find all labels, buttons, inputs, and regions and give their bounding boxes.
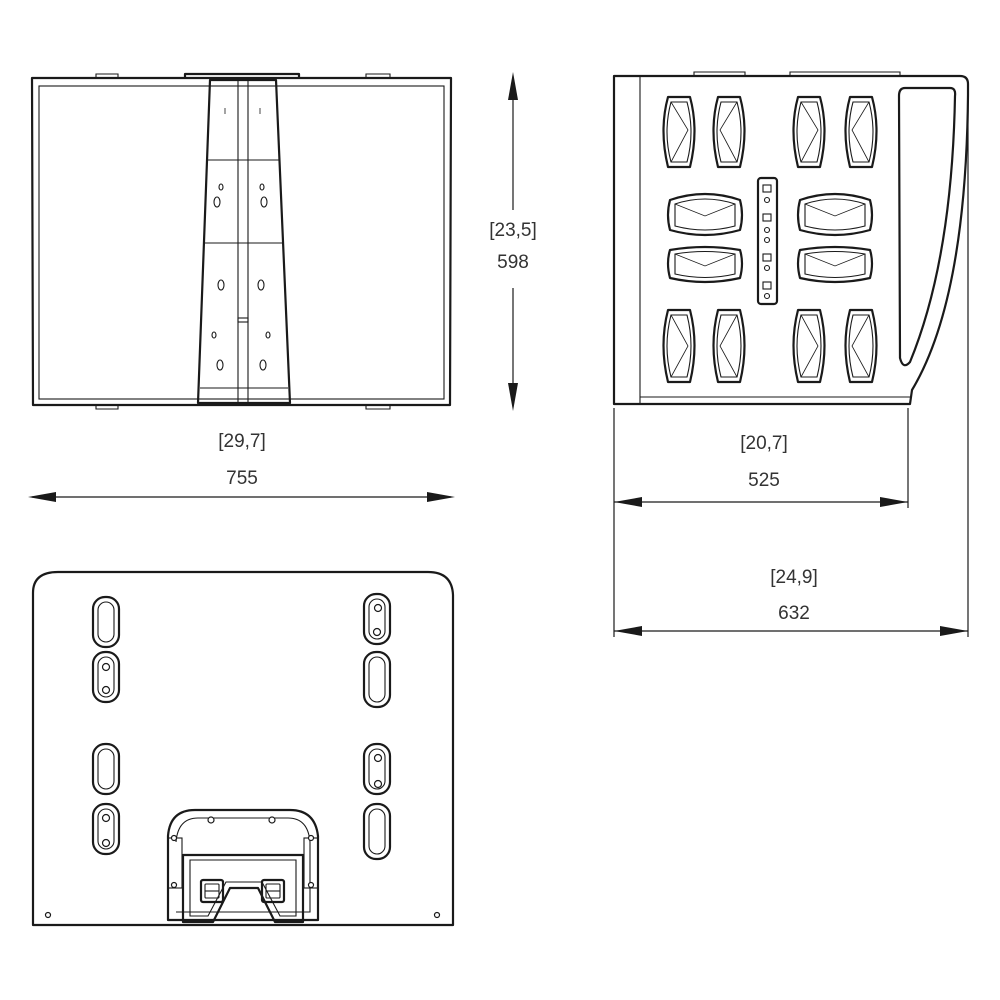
front-view bbox=[30, 72, 453, 410]
top-view bbox=[31, 570, 455, 927]
dim-side-total: [24,9] 632 bbox=[614, 567, 968, 636]
side-view bbox=[612, 71, 970, 406]
upper-ports bbox=[662, 95, 878, 169]
side-depth-inch: [20,7] bbox=[740, 433, 788, 454]
slots-right bbox=[362, 592, 392, 861]
front-height-mm: 598 bbox=[497, 252, 529, 273]
middle-ports bbox=[666, 192, 874, 284]
rigging-column bbox=[183, 72, 301, 405]
front-width-mm: 755 bbox=[226, 468, 258, 489]
front-width-inch: [29,7] bbox=[218, 431, 266, 452]
front-height-inch: [23,5] bbox=[489, 220, 537, 241]
connector-plate bbox=[756, 176, 779, 306]
dim-side-depth: [20,7] 525 bbox=[613, 100, 969, 637]
rear-rigging-block bbox=[166, 808, 320, 924]
side-depth-mm: 525 bbox=[748, 470, 780, 491]
side-total-mm: 632 bbox=[778, 603, 810, 624]
slots-left bbox=[91, 595, 121, 856]
side-total-inch: [24,9] bbox=[770, 567, 818, 588]
dim-front-width: [29,7] 755 bbox=[28, 431, 455, 502]
lower-ports bbox=[662, 308, 878, 384]
dim-front-height: [23,5] 598 bbox=[489, 72, 537, 411]
